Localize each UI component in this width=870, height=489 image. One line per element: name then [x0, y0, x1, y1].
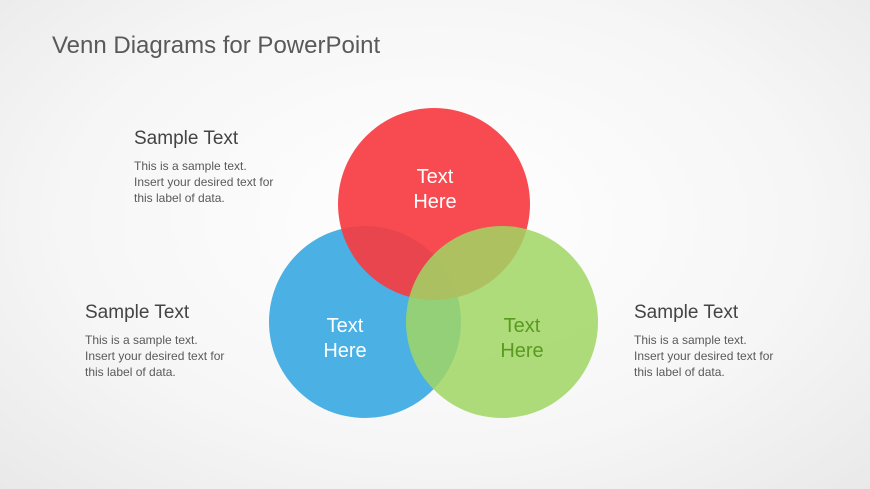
label-heading: Sample Text [85, 302, 190, 323]
label-heading: Sample Text [634, 302, 739, 323]
venn-circle-green [406, 226, 598, 418]
slide-title: Venn Diagrams for PowerPoint [52, 32, 381, 59]
label-body: This is a sample text.Insert your desire… [634, 333, 774, 379]
label-top-left: Sample Text This is a sample text.Insert… [134, 128, 324, 206]
label-bottom-left: Sample Text This is a sample text.Insert… [85, 302, 275, 380]
label-body: This is a sample text.Insert your desire… [85, 333, 225, 379]
label-body: This is a sample text.Insert your desire… [134, 159, 274, 205]
label-bottom-right: Sample Text This is a sample text.Insert… [634, 302, 824, 380]
label-heading: Sample Text [134, 128, 239, 149]
